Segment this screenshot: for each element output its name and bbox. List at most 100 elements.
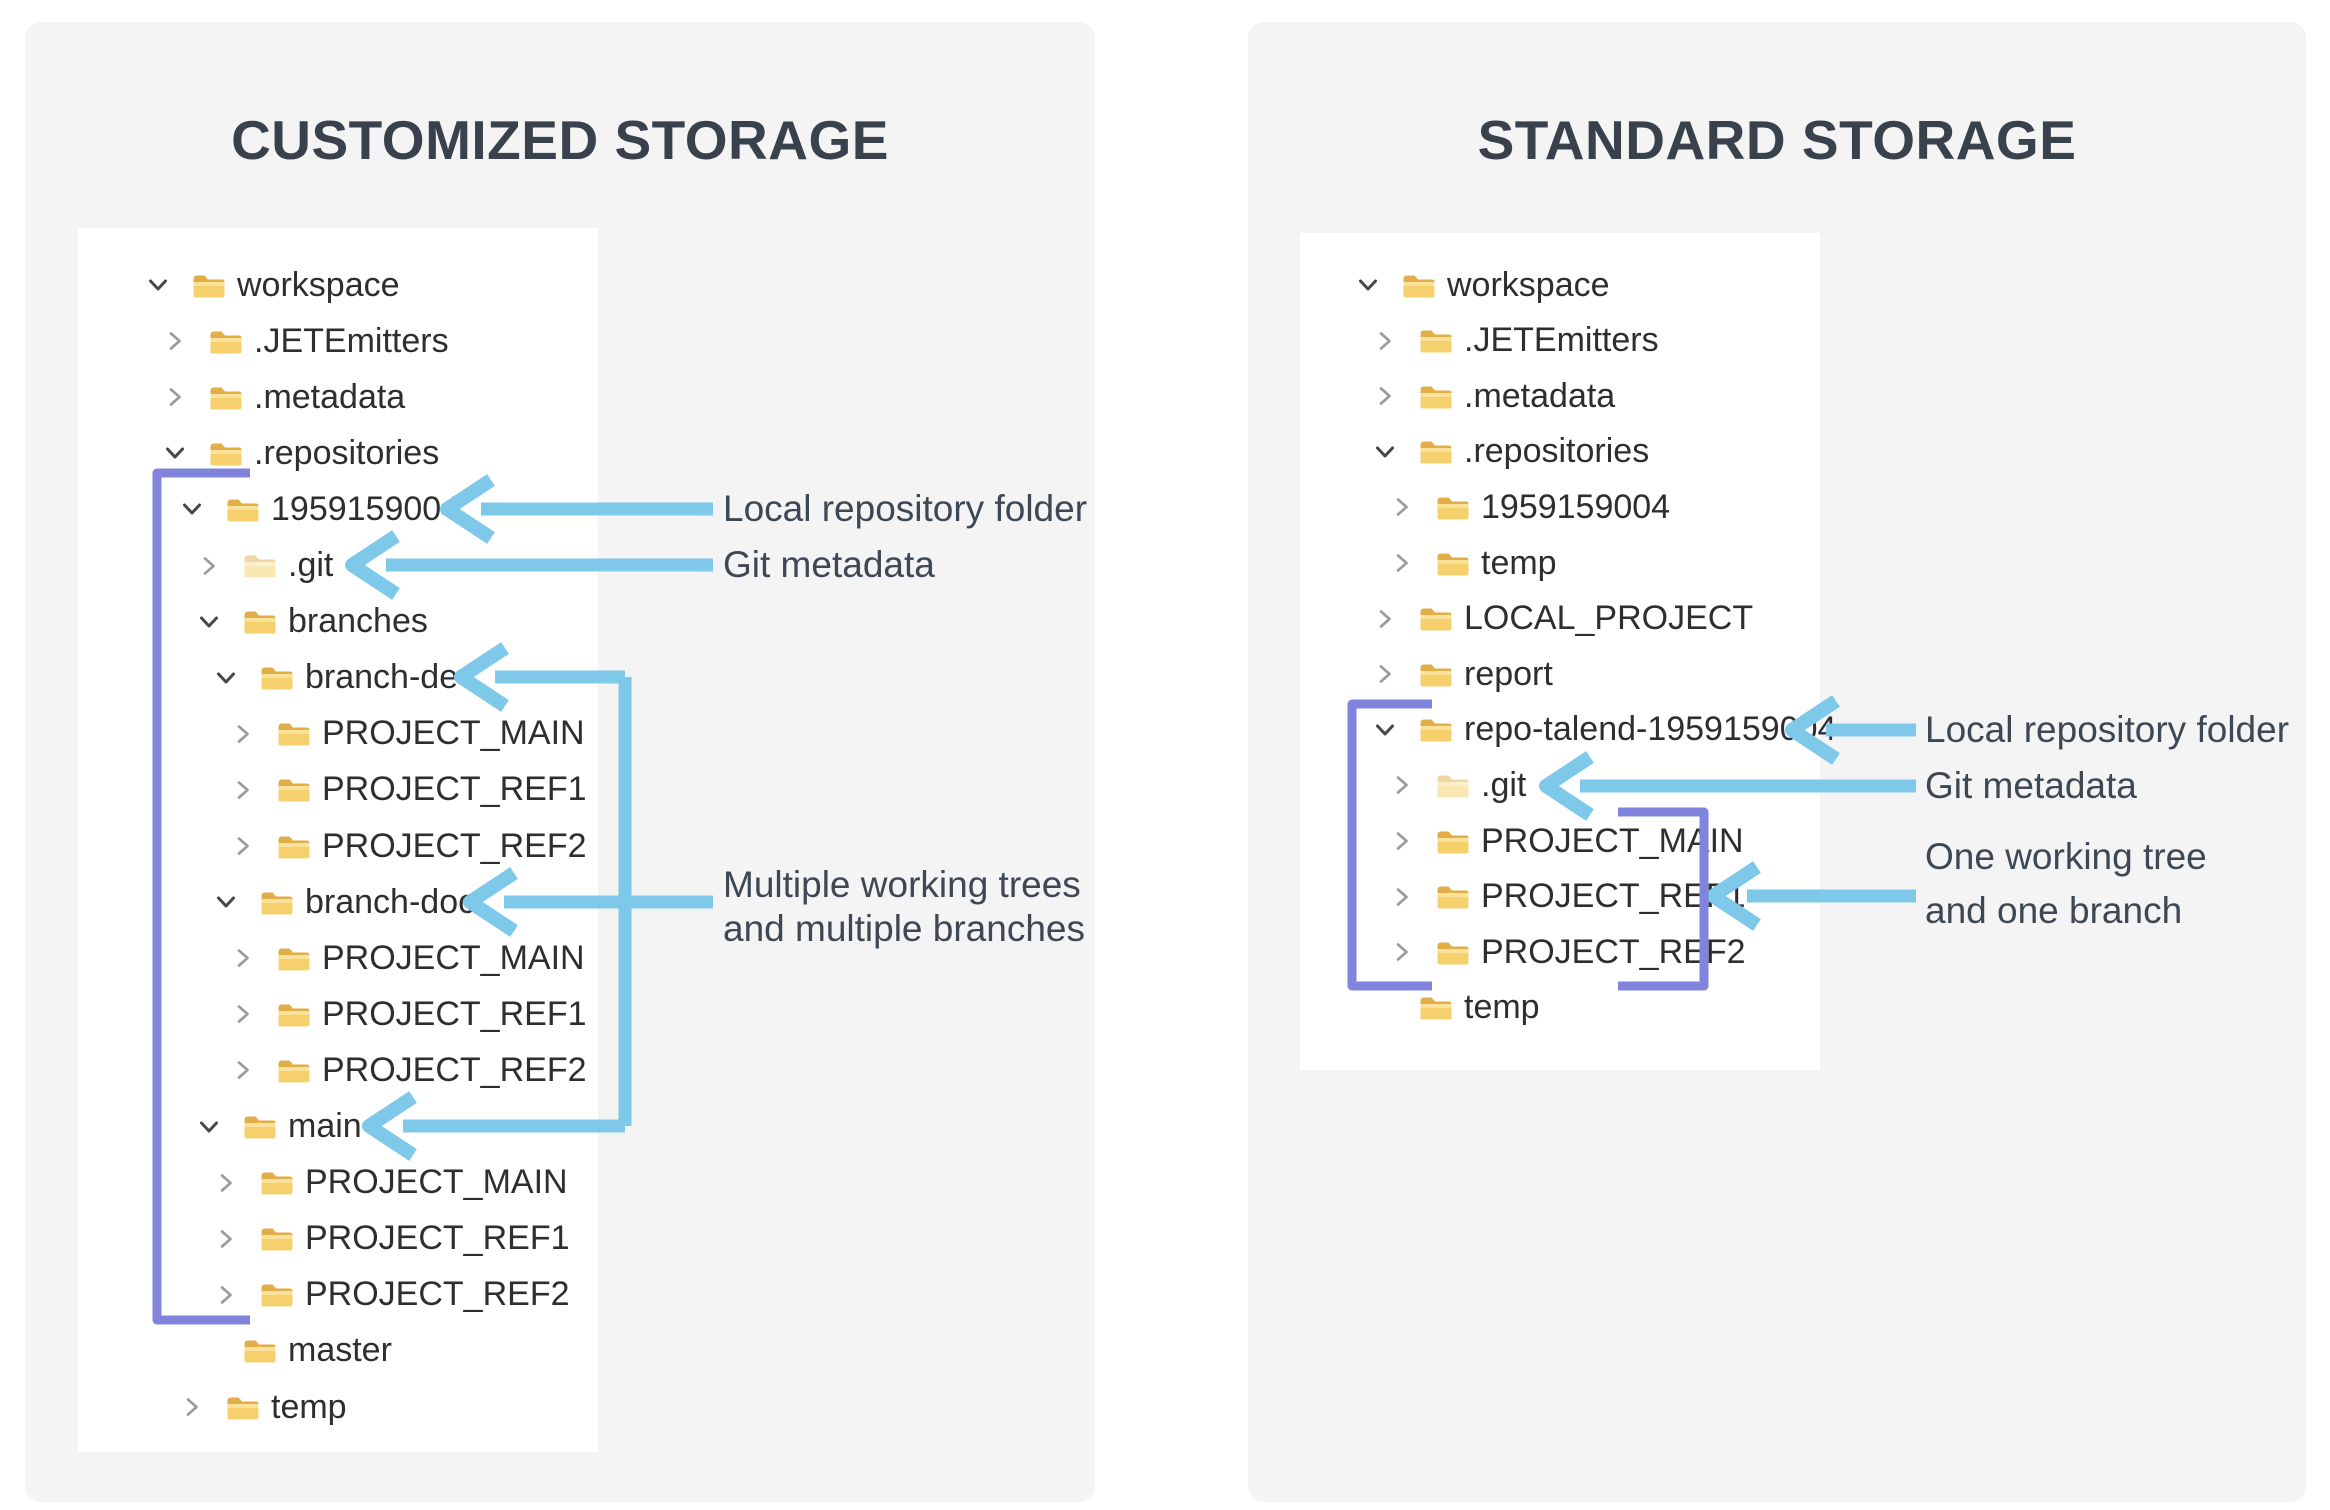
folder-icon bbox=[1435, 938, 1469, 967]
chevron-right-icon[interactable] bbox=[1389, 772, 1415, 798]
tree-item-local-project[interactable]: LOCAL_PROJECT bbox=[1372, 596, 1753, 642]
folder-icon bbox=[208, 439, 242, 468]
folder-icon bbox=[1418, 604, 1452, 633]
tree-item-project-main[interactable]: PROJECT_MAIN bbox=[230, 935, 585, 981]
folder-tree-standard: workspace .JETEmitters .metadata .repositor… bbox=[1300, 233, 1836, 1070]
chevron-right-icon[interactable] bbox=[1372, 328, 1398, 354]
chevron-down-icon[interactable] bbox=[213, 665, 239, 691]
tree-item-project-main[interactable]: PROJECT_MAIN bbox=[213, 1160, 568, 1206]
tree-item-1959159004[interactable]: 1959159004 bbox=[1389, 484, 1670, 530]
tree-item-project-ref1[interactable]: PROJECT_REF1 bbox=[1389, 874, 1746, 920]
chevron-down-icon[interactable] bbox=[1355, 272, 1381, 298]
chevron-right-icon[interactable] bbox=[196, 553, 222, 579]
folder-icon bbox=[1418, 437, 1452, 466]
tree-item-temp[interactable]: temp bbox=[1389, 540, 1557, 586]
label-git-metadata-right: Git metadata bbox=[1925, 765, 2137, 806]
tree-item-workspace[interactable]: workspace bbox=[145, 262, 400, 308]
chevron-down-icon[interactable] bbox=[1372, 439, 1398, 465]
folder-icon bbox=[259, 1224, 293, 1253]
folder-icon bbox=[276, 1056, 310, 1085]
folder-icon bbox=[191, 271, 225, 300]
chevron-down-icon[interactable] bbox=[1372, 717, 1398, 743]
tree-item--git[interactable]: .git bbox=[196, 543, 333, 589]
tree-item-project-ref2[interactable]: PROJECT_REF2 bbox=[213, 1272, 570, 1318]
tree-item-1959159004[interactable]: 1959159004 bbox=[179, 486, 460, 532]
chevron-right-icon[interactable] bbox=[1389, 884, 1415, 910]
tree-item-label: 1959159004 bbox=[271, 489, 461, 528]
folder-icon bbox=[1418, 993, 1452, 1022]
chevron-right-icon[interactable] bbox=[1372, 606, 1398, 632]
tree-item--repositories[interactable]: .repositories bbox=[1372, 429, 1649, 475]
chevron-down-icon[interactable] bbox=[179, 496, 205, 522]
tree-item--jetemitters[interactable]: .JETEmitters bbox=[162, 318, 449, 364]
tree-item-label: temp bbox=[1481, 543, 1557, 582]
tree-item-repo-talend-1959159004[interactable]: repo-talend-1959159004 bbox=[1372, 707, 1836, 753]
tree-item-project-ref1[interactable]: PROJECT_REF1 bbox=[213, 1216, 570, 1262]
tree-item-label: .repositories bbox=[254, 433, 440, 472]
tree-item-project-ref2[interactable]: PROJECT_REF2 bbox=[230, 1047, 587, 1093]
tree-item-label: PROJECT_REF2 bbox=[322, 826, 587, 865]
chevron-right-icon[interactable] bbox=[1372, 661, 1398, 687]
tree-item-project-ref1[interactable]: PROJECT_REF1 bbox=[230, 767, 587, 813]
folder-icon bbox=[1418, 715, 1452, 744]
tree-item-temp[interactable]: temp bbox=[1372, 985, 1540, 1031]
folder-icon bbox=[1418, 660, 1452, 689]
tree-item-label: PROJECT_REF1 bbox=[322, 770, 587, 809]
tree-item-project-ref1[interactable]: PROJECT_REF1 bbox=[230, 991, 587, 1037]
chevron-down-icon[interactable] bbox=[162, 440, 188, 466]
tree-item-temp[interactable]: temp bbox=[179, 1384, 347, 1430]
tree-item-label: report bbox=[1464, 654, 1553, 693]
chevron-right-icon[interactable] bbox=[162, 328, 188, 354]
chevron-right-icon[interactable] bbox=[1372, 383, 1398, 409]
folder-icon bbox=[208, 383, 242, 412]
tree-item-master[interactable]: master bbox=[196, 1328, 392, 1374]
folder-icon bbox=[276, 832, 310, 861]
tree-item-label: repo-talend-1959159004 bbox=[1464, 710, 1837, 749]
tree-item--metadata[interactable]: .metadata bbox=[1372, 373, 1615, 419]
tree-item-branches[interactable]: branches bbox=[196, 599, 428, 645]
tree-item-project-main[interactable]: PROJECT_MAIN bbox=[230, 711, 585, 757]
folder-icon bbox=[242, 607, 276, 636]
folder-icon bbox=[242, 551, 276, 580]
customized-storage-title: CUSTOMIZED STORAGE bbox=[231, 109, 889, 171]
chevron-right-icon[interactable] bbox=[1389, 550, 1415, 576]
chevron-down-icon[interactable] bbox=[196, 609, 222, 635]
chevron-right-icon[interactable] bbox=[230, 721, 256, 747]
tree-item-branch-doc[interactable]: branch-doc bbox=[213, 879, 475, 925]
tree-item-workspace[interactable]: workspace bbox=[1355, 262, 1610, 308]
tree-item-project-ref2[interactable]: PROJECT_REF2 bbox=[1389, 929, 1746, 975]
chevron-down-icon[interactable] bbox=[145, 272, 171, 298]
chevron-right-icon[interactable] bbox=[213, 1170, 239, 1196]
tree-item-branch-dev[interactable]: branch-dev bbox=[213, 655, 475, 701]
chevron-right-icon[interactable] bbox=[230, 1001, 256, 1027]
tree-item-label: branch-doc bbox=[305, 882, 476, 921]
tree-item--metadata[interactable]: .metadata bbox=[162, 374, 405, 420]
folder-icon bbox=[259, 888, 293, 917]
chevron-down-icon[interactable] bbox=[196, 1114, 222, 1140]
chevron-right-icon[interactable] bbox=[1389, 828, 1415, 854]
tree-item-project-main[interactable]: PROJECT_MAIN bbox=[1389, 818, 1744, 864]
chevron-right-icon[interactable] bbox=[1389, 939, 1415, 965]
chevron-right-icon[interactable] bbox=[230, 777, 256, 803]
chevron-right-icon[interactable] bbox=[230, 1057, 256, 1083]
chevron-right-icon[interactable] bbox=[1389, 494, 1415, 520]
tree-item--repositories[interactable]: .repositories bbox=[162, 430, 439, 476]
chevron-right-icon[interactable] bbox=[213, 1226, 239, 1252]
chevron-right-icon[interactable] bbox=[162, 384, 188, 410]
tree-item-label: .git bbox=[1481, 765, 1527, 804]
label-local-repository-left: Local repository folder bbox=[723, 488, 1088, 529]
chevron-right-icon[interactable] bbox=[179, 1394, 205, 1420]
tree-item--jetemitters[interactable]: .JETEmitters bbox=[1372, 318, 1659, 364]
tree-item-report[interactable]: report bbox=[1372, 651, 1553, 697]
chevron-down-icon[interactable] bbox=[213, 889, 239, 915]
tree-item--git[interactable]: .git bbox=[1389, 762, 1526, 808]
tree-item-label: .metadata bbox=[254, 377, 406, 416]
tree-item-project-ref2[interactable]: PROJECT_REF2 bbox=[230, 823, 587, 869]
chevron-right-icon[interactable] bbox=[230, 945, 256, 971]
tree-item-label: PROJECT_MAIN bbox=[305, 1163, 568, 1202]
chevron-right-icon[interactable] bbox=[213, 1282, 239, 1308]
chevron-right-icon[interactable] bbox=[230, 833, 256, 859]
tree-item-label: workspace bbox=[1447, 265, 1610, 304]
tree-item-main[interactable]: main bbox=[196, 1104, 362, 1150]
folder-icon bbox=[1435, 493, 1469, 522]
